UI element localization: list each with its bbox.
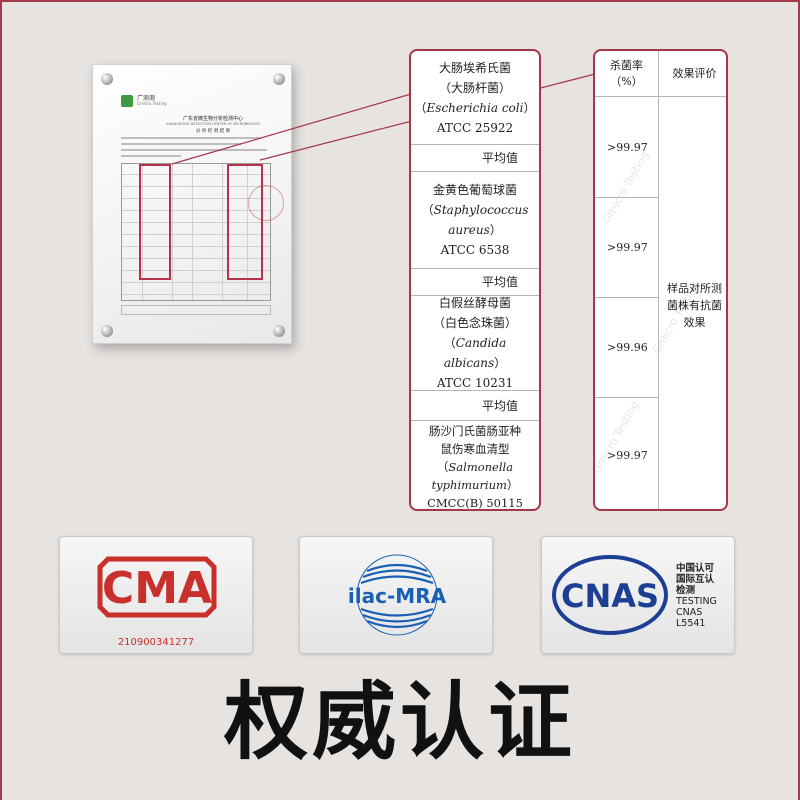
evaluation-header: 效果评价 bbox=[659, 51, 726, 97]
page-title: 权威认证 bbox=[223, 673, 576, 771]
cma-logo-text: CMA bbox=[102, 563, 212, 614]
organism-latin: Escherichia coli bbox=[426, 100, 524, 115]
organism-name: 肠沙门氏菌肠亚种 bbox=[429, 424, 521, 438]
cnas-side-text: 中国认可 国际互认 检测 TESTING CNAS L5541 bbox=[676, 563, 734, 629]
average-row: 平均值 bbox=[411, 269, 539, 296]
cnas-logo-text: CNAS bbox=[561, 577, 659, 615]
organism-latin-wrap: （Salmonella typhimurium） bbox=[431, 460, 519, 492]
organism-latin: Staphylococcus aureus bbox=[433, 203, 529, 237]
ilac-logo-text: ilac-MRA bbox=[348, 584, 447, 608]
cnas-side-line: TESTING bbox=[676, 596, 717, 607]
average-row: 平均值 bbox=[411, 391, 539, 421]
organism-alias: （大肠杆菌） bbox=[438, 80, 511, 95]
rate-value: >99.96 bbox=[595, 298, 658, 398]
red-seal-stamp bbox=[248, 185, 284, 221]
cnas-side-line: 国际互认 bbox=[676, 574, 715, 585]
organism-latin: Candida albicans bbox=[443, 336, 507, 370]
cnas-logo-icon: CNAS bbox=[552, 555, 668, 635]
rate-value: >99.97 bbox=[595, 98, 658, 198]
organism-alias: 鼠伤寒血清型 bbox=[440, 442, 510, 456]
organism-latin-wrap: （Candida albicans） bbox=[443, 336, 507, 370]
organism-callout: 大肠埃希氏菌 （大肠杆菌） （Escherichia coli） ATCC 25… bbox=[409, 49, 541, 511]
organism-name: 大肠埃希氏菌 bbox=[438, 60, 511, 75]
cnas-side-line: 中国认可 bbox=[676, 563, 715, 574]
top-border bbox=[0, 0, 800, 2]
organism-alias: （白色念珠菌） bbox=[432, 316, 517, 330]
evaluation-value: 样品对所测菌株有抗菌效果 bbox=[667, 282, 722, 329]
screw-icon bbox=[101, 325, 113, 337]
organism-strain: ATCC 25922 bbox=[436, 120, 514, 135]
organism-strain: CMCC(B) 50115 bbox=[427, 496, 523, 510]
rate-callout: Gmicro Testing Gmicro Testing Gmicro Tes… bbox=[593, 49, 728, 511]
average-label: 平均值 bbox=[481, 398, 518, 413]
organism-strain: ATCC 10231 bbox=[436, 376, 514, 390]
screw-icon bbox=[273, 73, 285, 85]
gmicro-logo-icon bbox=[121, 95, 133, 107]
cnas-side-line: CNAS L5541 bbox=[676, 607, 706, 629]
cma-logo-card: CMA 210900341277 bbox=[59, 536, 253, 654]
test-report-certificate: 广测测 Gmicro Testing 广东省微生物分析检测中心 GUANGDON… bbox=[92, 64, 292, 344]
highlight-organisms bbox=[139, 164, 171, 280]
average-label: 平均值 bbox=[481, 275, 518, 289]
organism-name: 白假丝酵母菌 bbox=[438, 296, 511, 310]
organism-latin: Salmonella typhimurium bbox=[431, 460, 514, 492]
ilac-mra-logo-icon: ilac-MRA bbox=[348, 554, 447, 636]
highlight-rates bbox=[227, 164, 263, 280]
average-label: 平均值 bbox=[481, 151, 518, 165]
organism-cell-1: 大肠埃希氏菌 （大肠杆菌） （Escherichia coli） ATCC 25… bbox=[411, 51, 539, 145]
rate-header: 杀菌率（%） bbox=[595, 51, 658, 97]
organism-latin-wrap: （Escherichia coli） bbox=[414, 100, 536, 115]
column-divider bbox=[658, 51, 659, 509]
cert-heading: 广东省微生物分析检测中心 bbox=[182, 116, 243, 122]
organism-latin-wrap: （Staphylococcus aureus） bbox=[421, 203, 529, 237]
screw-icon bbox=[101, 73, 113, 85]
average-row: 平均值 bbox=[411, 145, 539, 172]
cert-brand-sub: Gmicro Testing bbox=[137, 101, 167, 106]
rate-value: >99.97 bbox=[607, 449, 648, 462]
organism-name: 金黄色葡萄球菌 bbox=[432, 183, 517, 197]
cert-brand-name: 广测测 bbox=[137, 95, 156, 102]
organism-cell-3: 白假丝酵母菌 （白色念珠菌） （Candida albicans） ATCC 1… bbox=[411, 296, 539, 391]
cma-logo-icon: CMA bbox=[97, 556, 217, 618]
screw-icon bbox=[273, 325, 285, 337]
organism-cell-4: 肠沙门氏菌肠亚种 鼠伤寒血清型 （Salmonella typhimurium）… bbox=[411, 421, 539, 510]
rate-value: >99.97 bbox=[595, 198, 658, 298]
ilac-logo-card: ilac-MRA bbox=[299, 536, 493, 654]
cnas-logo-card: CNAS 中国认可 国际互认 检测 TESTING CNAS L5541 bbox=[541, 536, 735, 654]
cert-footer bbox=[121, 305, 271, 315]
cma-number: 210900341277 bbox=[117, 637, 195, 648]
cert-subheading: GUANGDONG DETECTION CENTER OF MICROBIOLO… bbox=[165, 122, 261, 126]
cert-subheading-2: 分 析 检 测 结 果 bbox=[195, 129, 231, 134]
organism-strain: ATCC 6538 bbox=[440, 243, 510, 257]
organism-cell-2: 金黄色葡萄球菌 （Staphylococcus aureus） ATCC 653… bbox=[411, 172, 539, 269]
evaluation-text: 样品对所测菌株有抗菌效果 bbox=[659, 98, 726, 509]
cnas-side-line: 检测 bbox=[676, 585, 696, 596]
